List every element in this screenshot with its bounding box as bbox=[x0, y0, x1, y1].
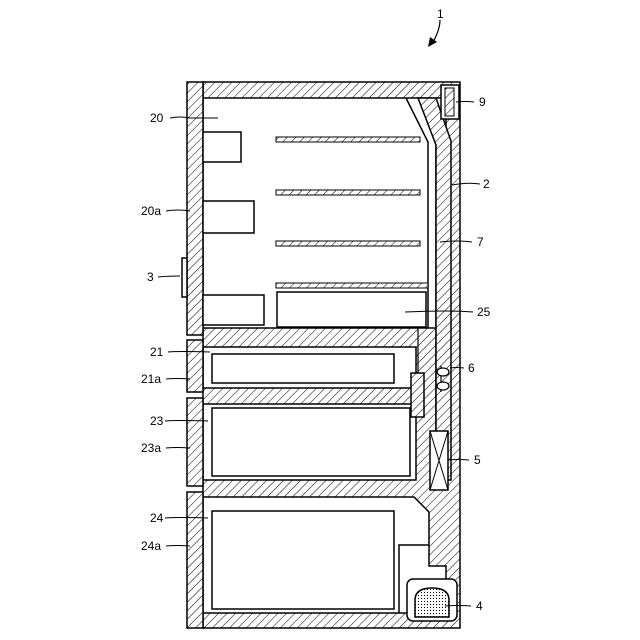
label-20a: 20a bbox=[141, 204, 161, 218]
shelf-2 bbox=[276, 190, 420, 195]
label-24a: 24a bbox=[141, 539, 161, 553]
label-4: 4 bbox=[476, 599, 483, 613]
label-9: 9 bbox=[479, 95, 486, 109]
drawer-23 bbox=[212, 408, 410, 476]
label-3: 3 bbox=[147, 270, 154, 284]
shelf-4 bbox=[276, 283, 428, 288]
chilled-room bbox=[277, 292, 426, 327]
shelf-1 bbox=[276, 137, 420, 142]
duct-damper bbox=[411, 373, 424, 417]
label-23: 23 bbox=[150, 414, 164, 428]
compressor bbox=[415, 588, 449, 617]
label-21: 21 bbox=[150, 345, 164, 359]
label-21a: 21a bbox=[141, 372, 161, 386]
drawer-21 bbox=[212, 354, 394, 383]
label-2: 2 bbox=[483, 177, 490, 191]
label-25: 25 bbox=[477, 305, 491, 319]
evaporator bbox=[430, 431, 448, 490]
door-24a bbox=[187, 492, 203, 628]
label-20: 20 bbox=[150, 111, 164, 125]
label-7: 7 bbox=[477, 235, 484, 249]
door-21a bbox=[187, 340, 203, 392]
reference-arrow-1 bbox=[428, 20, 440, 47]
hinge bbox=[182, 258, 187, 297]
refrigerator-door bbox=[187, 82, 203, 335]
label-6: 6 bbox=[468, 361, 475, 375]
label-5: 5 bbox=[474, 453, 481, 467]
shelf-3 bbox=[276, 241, 420, 246]
door-pocket-top bbox=[203, 132, 241, 162]
drawer-24 bbox=[212, 511, 394, 609]
label-1: 1 bbox=[437, 7, 444, 21]
door-pocket-middle bbox=[203, 201, 254, 233]
label-23a: 23a bbox=[141, 441, 161, 455]
door-pocket-bottom bbox=[203, 295, 264, 325]
door-23a bbox=[187, 398, 203, 486]
label-24: 24 bbox=[150, 511, 164, 525]
